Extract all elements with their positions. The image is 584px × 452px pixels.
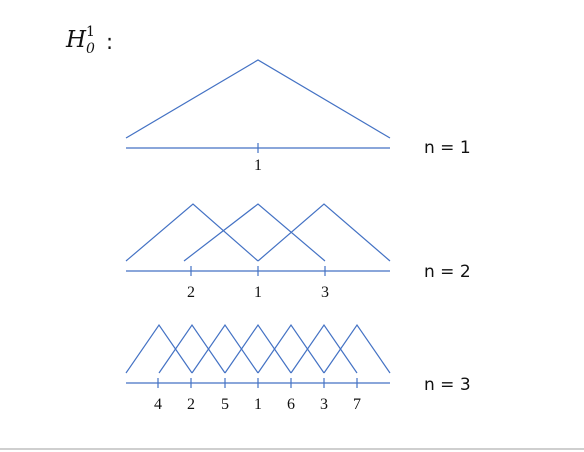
node-label: 1 (254, 396, 262, 413)
bottom-divider (0, 448, 584, 450)
hat-function-level-3-1 (125, 323, 193, 374)
node-label: 1 (254, 284, 262, 301)
node-label: 1 (254, 157, 262, 174)
node-label: 3 (320, 396, 328, 413)
title-subscript: 0 (86, 41, 95, 57)
hat-function-level-1-1 (125, 59, 391, 139)
node-label: 6 (287, 396, 295, 413)
hat-function-level-3-4 (224, 323, 292, 374)
level-label-n3: n = 3 (424, 375, 471, 395)
node-label: 7 (353, 396, 361, 413)
hat-function-level-3-2 (158, 323, 226, 374)
hat-function-level-2-3 (257, 203, 391, 262)
node-label: 2 (187, 284, 195, 301)
hat-function-level-3-5 (257, 323, 325, 374)
title-colon: : (106, 30, 114, 54)
hat-function-level-2-2 (183, 203, 326, 262)
hat-function-level-2-1 (125, 203, 259, 262)
node-label: 2 (187, 396, 195, 413)
title-symbol: H (66, 27, 87, 53)
hat-function-level-3-7 (323, 323, 391, 374)
node-label: 5 (221, 396, 229, 413)
hat-function-level-3-6 (290, 323, 358, 374)
node-label: 4 (154, 396, 162, 413)
level-label-n1: n = 1 (424, 138, 471, 158)
level-label-n2: n = 2 (424, 262, 471, 282)
title-superscript: 1 (86, 24, 95, 40)
node-label: 3 (321, 284, 329, 301)
hat-function-level-3-3 (191, 323, 259, 374)
